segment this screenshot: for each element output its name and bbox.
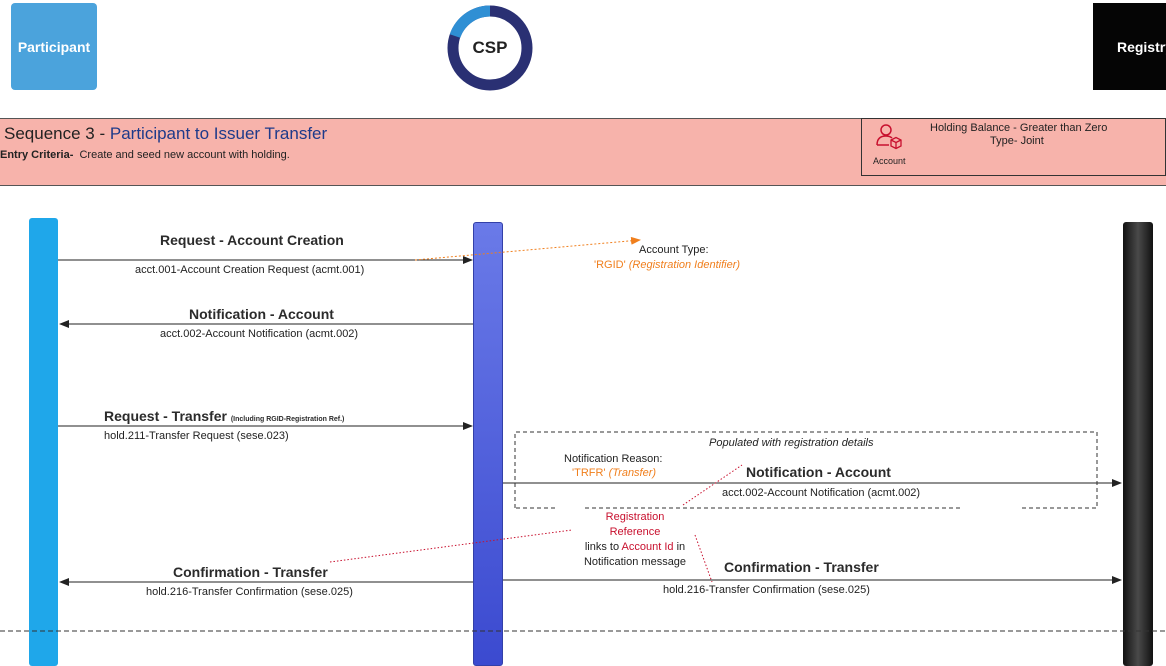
account-type-code: 'RGID' [594, 259, 626, 271]
account-icon [876, 124, 902, 150]
holding-balance: Holding Balance - Greater than Zero [930, 122, 1108, 134]
m3-subtitle: hold.211-Transfer Request (sese.023) [104, 430, 289, 442]
reg-ref-connector-left [329, 529, 573, 563]
reg-ref-connector-bottom [694, 534, 713, 583]
registry-actor: Registry [1093, 3, 1166, 90]
reason-desc: (Transfer) [608, 467, 657, 479]
csp-label: CSP [472, 38, 508, 57]
account-type: Type- Joint [990, 135, 1044, 147]
reg-ref-account-id: Account Id [621, 541, 674, 553]
m3-title: Request - Transfer (Including RGID-Regis… [104, 408, 344, 424]
m4-subtitle: acct.002-Account Notification (acmt.002) [722, 487, 921, 499]
participant-actor: Participant [11, 3, 97, 90]
reg-ref-line2: Reference [609, 526, 661, 538]
m6-subtitle: hold.216-Transfer Confirmation (sese.025… [663, 584, 870, 596]
m1-subtitle: acct.001-Account Creation Request (acmt.… [135, 264, 365, 276]
sequence-title-prefix: Sequence 3 - [4, 124, 110, 143]
reg-ref-line1: Registration [605, 511, 665, 523]
account-box [861, 118, 1166, 176]
populated-note: Populated with registration details [709, 437, 874, 449]
m1-title: Request - Account Creation [160, 232, 344, 248]
entry-criteria-label: Entry Criteria- [0, 149, 74, 161]
account-type-label: Account Type: [639, 244, 709, 256]
csp-actor: CSP [446, 4, 534, 92]
participant-lifeline [29, 218, 58, 666]
sequence-title: Sequence 3 - Participant to Issuer Trans… [4, 124, 327, 144]
reg-ref-line3-prefix: links to [584, 541, 622, 553]
account-type-desc: (Registration Identifier) [628, 259, 741, 271]
account-type-value: 'RGID' (Registration Identifier) [594, 259, 740, 271]
csp-ring-icon [447, 5, 533, 91]
reg-ref-connector-top [682, 464, 743, 506]
reg-ref-line3-suffix: in [673, 541, 686, 553]
m6-title: Confirmation - Transfer [724, 559, 879, 575]
m5-subtitle: hold.216-Transfer Confirmation (sese.025… [146, 586, 353, 598]
csp-lifeline [473, 222, 503, 666]
reason-value: 'TRFR' (Transfer) [572, 467, 656, 479]
reason-code: 'TRFR' [572, 467, 606, 479]
account-type-connector [414, 236, 641, 261]
m5-title: Confirmation - Transfer [173, 564, 328, 580]
entry-criteria-text: Create and seed new account with holding… [79, 149, 290, 161]
sequence-title-highlight: Participant to Issuer Transfer [109, 124, 328, 143]
registry-label: Registry [1116, 38, 1166, 55]
m2-title: Notification - Account [189, 306, 334, 322]
reg-ref-line4: Notification message [583, 556, 687, 568]
registration-reference-note: Registration Reference links to Account … [560, 510, 710, 570]
reg-ref-line3: links to Account Id in [560, 540, 710, 555]
reason-label: Notification Reason: [564, 453, 663, 465]
m3-title-note: (Including RGID-Registration Ref.) [230, 416, 345, 423]
entry-criteria: Entry Criteria- Create and seed new acco… [0, 149, 290, 161]
registry-lifeline [1123, 222, 1153, 666]
m4-title: Notification - Account [746, 464, 891, 480]
m2-subtitle: acct.002-Account Notification (acmt.002) [160, 328, 359, 340]
participant-label: Participant [17, 38, 91, 55]
populated-box [514, 431, 1098, 509]
m3-title-text: Request - Transfer [104, 408, 227, 424]
account-label: Account [873, 156, 906, 166]
